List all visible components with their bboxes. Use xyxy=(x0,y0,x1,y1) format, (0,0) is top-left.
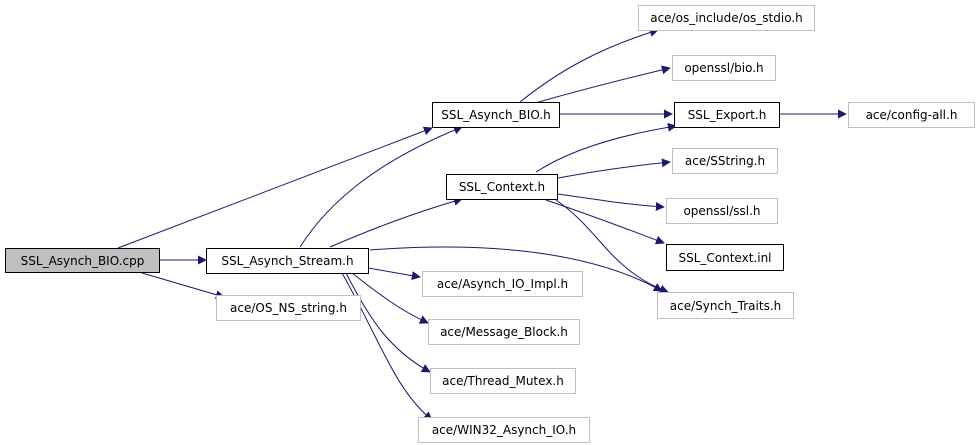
edge-context-to-sstring xyxy=(557,158,671,179)
node-os-ns-string-h[interactable]: ace/OS_NS_string.h xyxy=(216,295,361,321)
edge-bio-to-os-stdio xyxy=(519,28,659,103)
edge-bio-to-openssl-bio xyxy=(531,65,671,105)
edge-context-to-synch-traits xyxy=(555,199,669,294)
node-thread-mutex-h[interactable]: ace/Thread_Mutex.h xyxy=(430,368,576,394)
edge-stream-to-thread-mutex xyxy=(345,272,431,373)
edge-stream-to-context xyxy=(329,196,463,248)
node-os-stdio-h[interactable]: ace/os_include/os_stdio.h xyxy=(638,5,815,31)
node-ssl-asynch-bio-cpp[interactable]: SSL_Asynch_BIO.cpp xyxy=(5,248,160,273)
edge-stream-to-asynch-io-impl xyxy=(367,267,421,281)
node-synch-traits-h[interactable]: ace/Synch_Traits.h xyxy=(657,292,794,319)
node-openssl-ssl-h[interactable]: openssl/ssl.h xyxy=(666,198,778,224)
node-asynch-io-impl-h[interactable]: ace/Asynch_IO_Impl.h xyxy=(422,271,583,297)
node-ssl-export-h[interactable]: SSL_Export.h xyxy=(674,102,780,128)
edge-cpp-to-os-ns-string-h xyxy=(141,272,225,300)
node-ssl-asynch-bio-h[interactable]: SSL_Asynch_BIO.h xyxy=(432,102,560,128)
node-win32-asynch-io-h[interactable]: ace/WIN32_Asynch_IO.h xyxy=(418,417,590,443)
node-openssl-bio-h[interactable]: openssl/bio.h xyxy=(672,55,776,81)
edge-stream-to-bio xyxy=(299,125,463,248)
node-message-block-h[interactable]: ace/Message_Block.h xyxy=(428,319,580,345)
edge-stream-to-synch-traits xyxy=(369,246,663,292)
edge-context-to-export xyxy=(535,122,677,173)
node-config-all-h[interactable]: ace/config-all.h xyxy=(848,102,975,128)
node-ssl-context-inl[interactable]: SSL_Context.inl xyxy=(666,244,784,271)
edge-cpp-to-asynch-bio-h xyxy=(117,126,433,249)
edge-context-to-openssl-ssl xyxy=(557,193,665,212)
node-sstring-h[interactable]: ace/SString.h xyxy=(672,148,778,174)
node-ssl-asynch-stream-h[interactable]: SSL_Asynch_Stream.h xyxy=(206,248,369,274)
edge-stream-to-message-block xyxy=(351,272,429,324)
node-ssl-context-h[interactable]: SSL_Context.h xyxy=(446,174,558,200)
edge-context-to-context-inl xyxy=(545,199,665,245)
